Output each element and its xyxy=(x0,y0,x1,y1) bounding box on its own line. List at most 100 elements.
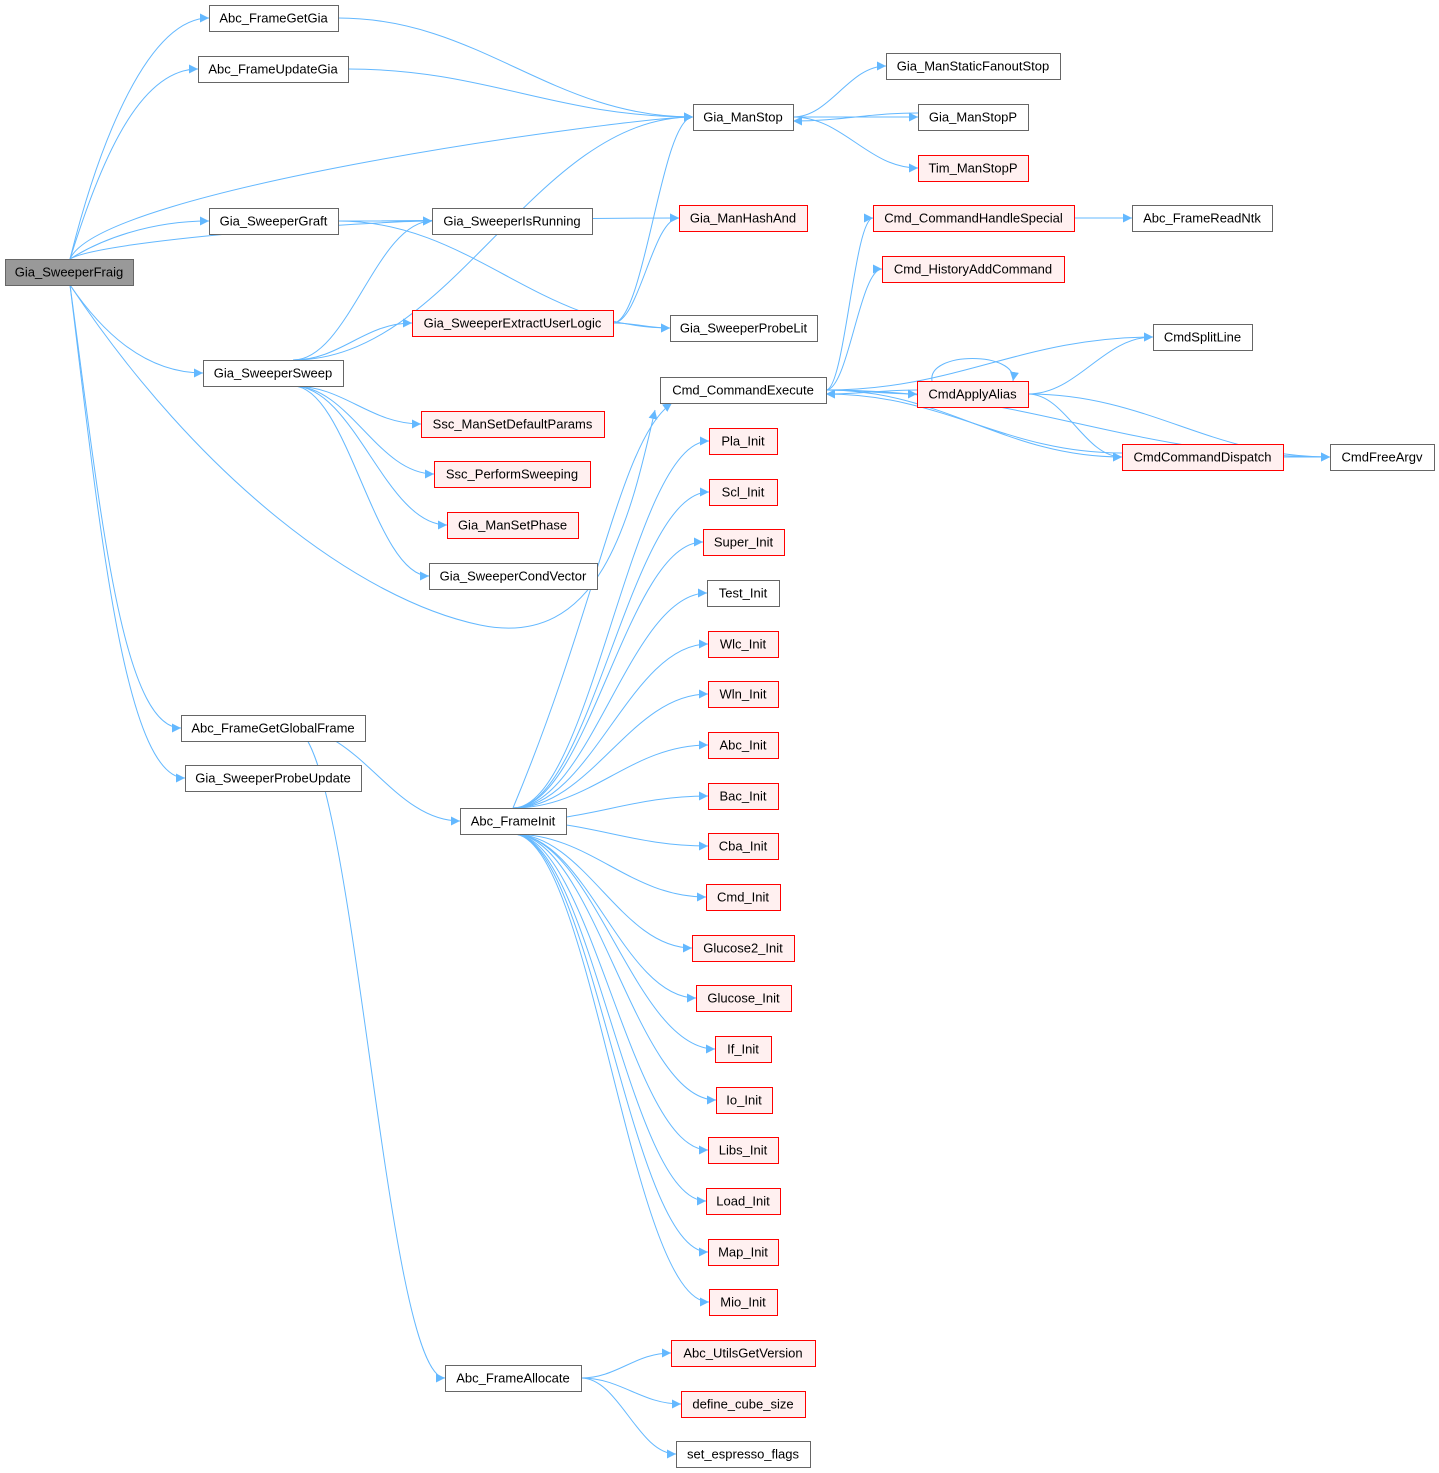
node-label: Gia_SweeperSweep xyxy=(214,366,333,381)
node-label: Wlc_Init xyxy=(720,637,767,652)
node-box xyxy=(692,935,795,962)
node-label: Gia_SweeperProbeUpdate xyxy=(195,771,350,786)
node-box xyxy=(676,1441,811,1468)
graph-node-condvector[interactable]: Gia_SweeperCondVector xyxy=(429,563,598,590)
graph-node-globalframe[interactable]: Abc_FrameGetGlobalFrame xyxy=(181,715,366,742)
graph-node-libs[interactable]: Libs_Init xyxy=(708,1137,779,1164)
graph-node-fraig[interactable]: Gia_SweeperFraig xyxy=(5,259,134,286)
node-label: Gia_SweeperGraft xyxy=(220,214,328,229)
call-edge-frameinit-to-io xyxy=(512,833,717,1105)
graph-node-extract[interactable]: Gia_SweeperExtractUserLogic xyxy=(412,310,614,337)
graph-node-map[interactable]: Map_Init xyxy=(708,1239,779,1266)
graph-node-manstopp[interactable]: Gia_ManStopP xyxy=(918,104,1029,131)
graph-node-test[interactable]: Test_Init xyxy=(707,580,780,607)
graph-node-abcinit[interactable]: Abc_Init xyxy=(708,732,779,759)
node-label: Glucose2_Init xyxy=(703,941,783,956)
call-edge-sweep-to-isrunning xyxy=(292,216,433,361)
node-label: Gia_ManStop xyxy=(703,110,783,125)
node-box xyxy=(918,155,1029,182)
call-edge-fraig-to-cmdexec xyxy=(69,284,658,629)
graph-node-super[interactable]: Super_Init xyxy=(703,529,785,556)
graph-node-espresso[interactable]: set_espresso_flags xyxy=(676,1441,811,1468)
graph-node-wlc[interactable]: Wlc_Init xyxy=(708,631,779,658)
graph-node-frameinit[interactable]: Abc_FrameInit xyxy=(460,808,567,835)
node-label: Gia_SweeperCondVector xyxy=(440,569,587,584)
graph-node-historyadd[interactable]: Cmd_HistoryAddCommand xyxy=(882,256,1065,283)
graph-node-dispatch[interactable]: CmdCommandDispatch xyxy=(1122,444,1284,471)
call-edge-dispatch-to-cmdexec xyxy=(825,389,1123,454)
call-edge-allocate-to-version xyxy=(580,1348,672,1379)
node-box xyxy=(708,833,779,860)
node-box xyxy=(708,783,779,810)
node-box xyxy=(917,381,1029,408)
graph-node-cba[interactable]: Cba_Init xyxy=(708,833,779,860)
call-edge-cmdexec-to-handlespecial xyxy=(825,213,874,391)
graph-node-readntk[interactable]: Abc_FrameReadNtk xyxy=(1132,205,1273,232)
graph-node-ifinit[interactable]: If_Init xyxy=(715,1036,772,1063)
graph-node-pla[interactable]: Pla_Init xyxy=(709,428,778,455)
call-edge-cmdexec-to-historyadd xyxy=(825,264,883,391)
node-box xyxy=(707,580,780,607)
call-edge-sweep-to-condvector xyxy=(292,385,430,581)
graph-node-io[interactable]: Io_Init xyxy=(716,1087,773,1114)
graph-node-isrunning[interactable]: Gia_SweeperIsRunning xyxy=(432,208,593,235)
node-box xyxy=(708,732,779,759)
graph-node-probelit[interactable]: Gia_SweeperProbeLit xyxy=(670,315,818,342)
node-box xyxy=(412,310,614,337)
graph-node-sweep[interactable]: Gia_SweeperSweep xyxy=(203,360,344,387)
node-box xyxy=(708,631,779,658)
node-label: Abc_FrameReadNtk xyxy=(1143,211,1261,226)
node-label: Cmd_CommandHandleSpecial xyxy=(884,211,1063,226)
graph-node-wln[interactable]: Wln_Init xyxy=(708,681,779,708)
node-box xyxy=(873,205,1075,232)
node-box xyxy=(709,428,778,455)
graph-node-cmdinit[interactable]: Cmd_Init xyxy=(706,884,781,911)
node-box xyxy=(706,884,781,911)
graph-node-updgia[interactable]: Abc_FrameUpdateGia xyxy=(198,56,349,83)
call-edge-manstop-to-timstopp xyxy=(792,116,919,173)
graph-node-mio[interactable]: Mio_Init xyxy=(709,1289,778,1316)
node-label: Cmd_Init xyxy=(717,890,769,905)
node-label: Gia_ManStaticFanoutStop xyxy=(897,59,1049,74)
graph-node-load[interactable]: Load_Init xyxy=(706,1188,781,1215)
node-label: Abc_Init xyxy=(720,738,767,753)
graph-node-cmdexec[interactable]: Cmd_CommandExecute xyxy=(660,377,827,404)
graph-node-freeargv[interactable]: CmdFreeArgv xyxy=(1330,444,1435,471)
call-edge-allocate-to-espresso xyxy=(580,1377,677,1459)
graph-node-getgia[interactable]: Abc_FrameGetGia xyxy=(209,5,339,32)
call-edge-fraig-to-graft xyxy=(69,216,210,260)
node-box xyxy=(671,1340,816,1367)
graph-node-sscperform[interactable]: Ssc_PerformSweeping xyxy=(434,461,591,488)
graph-node-allocate[interactable]: Abc_FrameAllocate xyxy=(445,1365,582,1392)
graph-node-glucose[interactable]: Glucose_Init xyxy=(696,985,792,1012)
graph-node-handlespecial[interactable]: Cmd_CommandHandleSpecial xyxy=(873,205,1075,232)
graph-node-manstop[interactable]: Gia_ManStop xyxy=(693,104,794,131)
graph-node-applyalias[interactable]: CmdApplyAlias xyxy=(917,381,1029,408)
graph-node-setphase[interactable]: Gia_ManSetPhase xyxy=(447,512,579,539)
graph-node-hashand[interactable]: Gia_ManHashAnd xyxy=(679,205,808,232)
graph-node-splitline[interactable]: CmdSplitLine xyxy=(1153,324,1253,351)
node-label: Gia_ManSetPhase xyxy=(458,518,567,533)
call-edge-fraig-to-sweep xyxy=(69,284,204,378)
call-edge-sweep-to-setphase xyxy=(292,385,448,530)
graph-node-version[interactable]: Abc_UtilsGetVersion xyxy=(671,1340,816,1367)
graph-node-sscdefault[interactable]: Ssc_ManSetDefaultParams xyxy=(421,411,605,438)
call-edge-sweep-to-sscdefault xyxy=(292,385,422,429)
call-edge-frameinit-to-glucose2 xyxy=(512,833,693,953)
call-edge-cmdexec-to-splitline xyxy=(825,332,1154,391)
graph-node-fanoutstop[interactable]: Gia_ManStaticFanoutStop xyxy=(886,53,1061,80)
graph-node-glucose2[interactable]: Glucose2_Init xyxy=(692,935,795,962)
node-label: Abc_FrameGetGlobalFrame xyxy=(191,721,354,736)
graph-node-probeupdate[interactable]: Gia_SweeperProbeUpdate xyxy=(185,765,362,792)
call-edge-frameinit-to-wln xyxy=(512,689,709,809)
graph-node-scl[interactable]: Scl_Init xyxy=(709,479,778,506)
graph-node-bac[interactable]: Bac_Init xyxy=(708,783,779,810)
call-edge-frameinit-to-load xyxy=(512,833,707,1206)
node-box xyxy=(209,208,339,235)
call-edge-fraig-to-globalframe xyxy=(69,284,182,733)
node-label: Libs_Init xyxy=(719,1143,768,1158)
graph-node-timstopp[interactable]: Tim_ManStopP xyxy=(918,155,1029,182)
graph-node-graft[interactable]: Gia_SweeperGraft xyxy=(209,208,339,235)
node-box xyxy=(181,715,366,742)
graph-node-cubesize[interactable]: define_cube_size xyxy=(681,1391,806,1418)
